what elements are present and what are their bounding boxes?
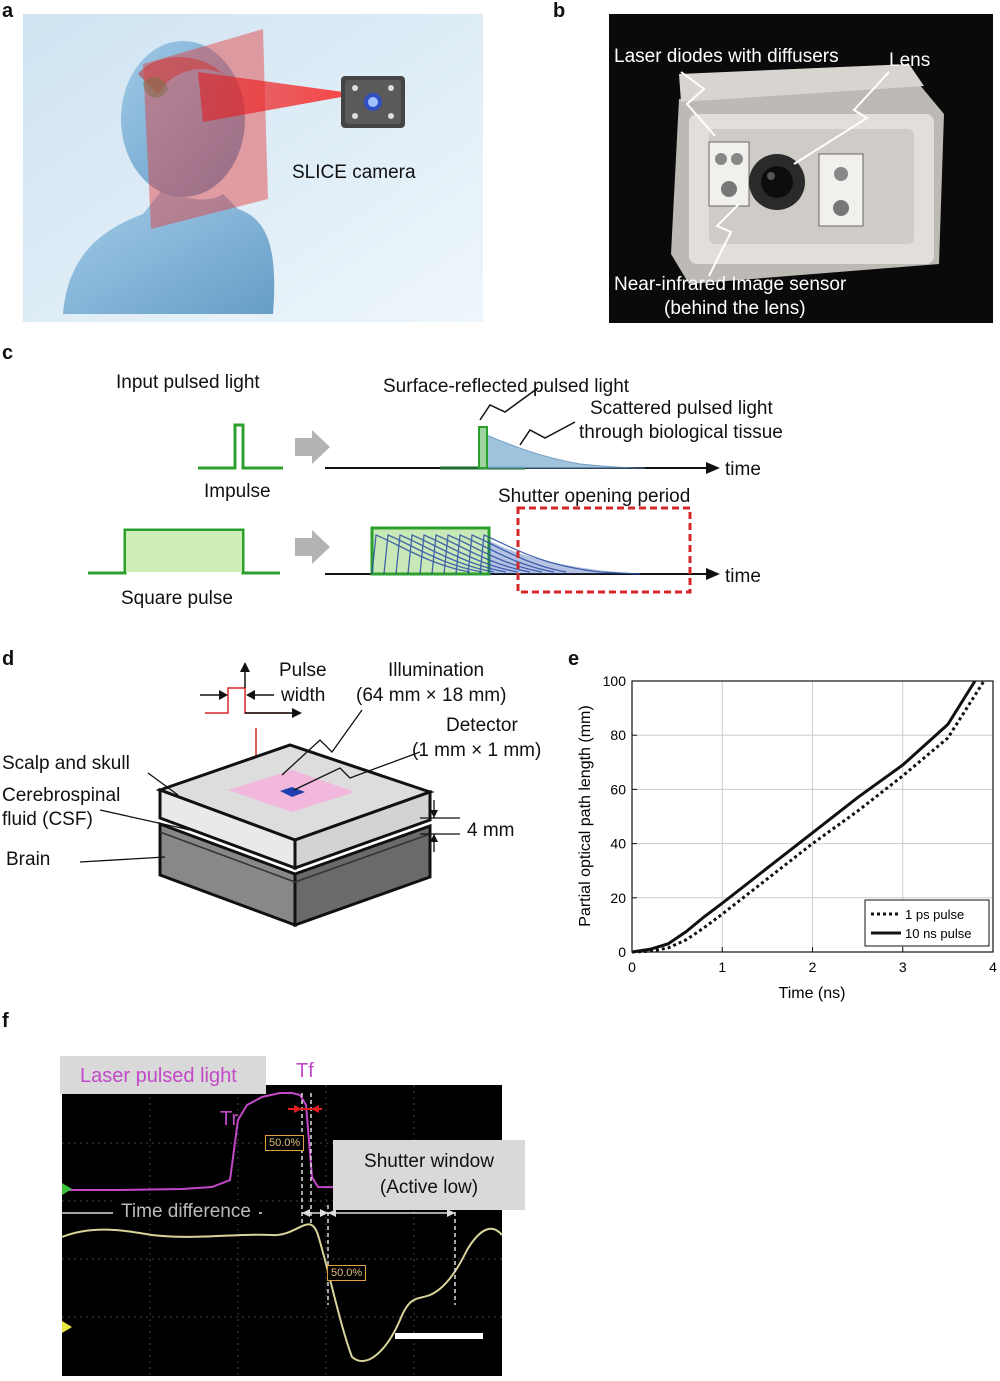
laser-pulsed-light-label: Laser pulsed light <box>60 1056 266 1094</box>
thickness-label: 4 mm <box>467 820 515 841</box>
shutter-period-label: Shutter opening period <box>498 486 691 507</box>
brain-label: Brain <box>6 849 51 870</box>
chart-y-tick-label: 80 <box>610 727 626 743</box>
chart-y-tick-label: 0 <box>618 944 626 960</box>
detector-label-1: Detector <box>446 715 518 736</box>
time-label-2: time <box>725 566 761 587</box>
chart-legend: 1 ps pulse 10 ns pulse <box>864 899 990 947</box>
panel-c-diagram <box>88 387 720 594</box>
panel-d-diagram <box>79 662 460 928</box>
panel-label-c: c <box>2 342 14 364</box>
time-label-1: time <box>725 459 761 480</box>
chart-y-tick-label: 100 <box>603 673 627 689</box>
scattered-label-2: through biological tissue <box>579 422 783 443</box>
panel-a-illustration <box>23 14 483 322</box>
tr-label: Tr <box>220 1108 239 1130</box>
csf-label-1: Cerebrospinal <box>2 785 121 806</box>
panel-label-f: f <box>2 1010 9 1032</box>
shutter-window-label-1: Shutter window <box>364 1151 494 1172</box>
chart-x-tick-label: 3 <box>899 959 907 975</box>
chart-x-tick-label: 0 <box>628 959 636 975</box>
chart-legend-box <box>864 899 990 947</box>
tf-label: Tf <box>296 1060 314 1082</box>
oscilloscope-screen <box>61 1085 503 1376</box>
shutter-window-box: Shutter window (Active low) <box>333 1140 525 1210</box>
surface-reflected-label: Surface-reflected pulsed light <box>383 376 630 397</box>
percent-marker-2: 50.0% <box>327 1265 367 1281</box>
chart-x-tick-label: 2 <box>809 959 817 975</box>
laser-diodes-label: Laser diodes with diffusers <box>614 46 839 67</box>
chart-x-tick-label: 1 <box>718 959 726 975</box>
chart-legend-label: 10 ns pulse <box>905 926 972 941</box>
chart-series-line-1 <box>631 680 986 954</box>
illumination-label-1: Illumination <box>388 660 485 681</box>
slice-camera-label: SLICE camera <box>292 162 416 183</box>
panel-label-e: e <box>568 648 580 670</box>
width-label: width <box>281 685 326 706</box>
square-pulse-label: Square pulse <box>121 588 233 609</box>
scalp-skull-label: Scalp and skull <box>2 753 130 774</box>
sensor-label-line1: Near-infrared Image sensor <box>614 274 847 295</box>
detector-label-2: (1 mm × 1 mm) <box>412 740 542 761</box>
time-difference-label: Time difference <box>113 1200 259 1224</box>
chart-x-tick-label: 4 <box>989 959 997 975</box>
chart-y-tick-label: 40 <box>610 836 626 852</box>
chart-legend-label: 1 ps pulse <box>905 907 964 922</box>
lens-label: Lens <box>889 50 931 71</box>
pulse-label: Pulse <box>279 660 327 681</box>
sensor-label-line2: (behind the lens) <box>664 298 806 319</box>
illumination-label-2: (64 mm × 18 mm) <box>356 685 507 706</box>
impulse-label: Impulse <box>204 481 271 502</box>
panel-label-d: d <box>2 648 15 670</box>
panel-b-photo <box>609 14 993 323</box>
chart-x-axis-label: Time (ns) <box>779 985 846 1002</box>
csf-label-2: fluid (CSF) <box>2 809 93 830</box>
chart-y-axis-label: Partial optical path length (mm) <box>577 705 594 926</box>
percent-marker-1: 50.0% <box>265 1135 305 1151</box>
shutter-window-label-2: (Active low) <box>379 1177 479 1198</box>
panel-label-a: a <box>2 0 14 22</box>
chart-y-tick-label: 20 <box>610 890 626 906</box>
panel-label-b: b <box>553 0 566 22</box>
chart-y-tick-label: 60 <box>610 781 626 797</box>
chart-series-line-2 <box>631 680 977 954</box>
input-pulsed-light-label: Input pulsed light <box>116 372 260 393</box>
scattered-label-1: Scattered pulsed light <box>590 398 773 419</box>
